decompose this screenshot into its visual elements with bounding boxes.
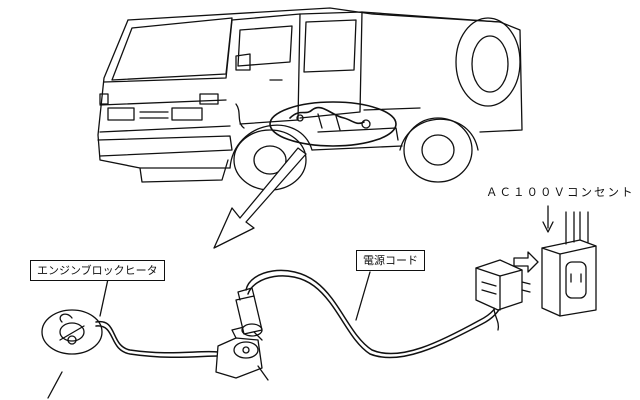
- block-heater-label: エンジンブロックヒータ: [30, 260, 165, 281]
- heater-leader: [99, 278, 109, 317]
- power-cord-connector: [215, 325, 269, 381]
- truck-illustration: [97, 7, 523, 191]
- cord-plug-end: [235, 287, 263, 337]
- engine-block-heater: [41, 309, 103, 399]
- wall-outlet: [541, 211, 597, 317]
- plug-adapter: [475, 259, 531, 331]
- engine-callout: [269, 101, 397, 147]
- plug-in-arrow: [513, 251, 539, 273]
- power-cord-label: 電源コード: [356, 250, 425, 271]
- ac-arrowhead: [542, 221, 554, 233]
- ac-outlet-label: ＡＣ１００Ｖコンセント: [486, 185, 635, 199]
- detail-arrow: [213, 147, 307, 249]
- cord-leader: [355, 271, 371, 321]
